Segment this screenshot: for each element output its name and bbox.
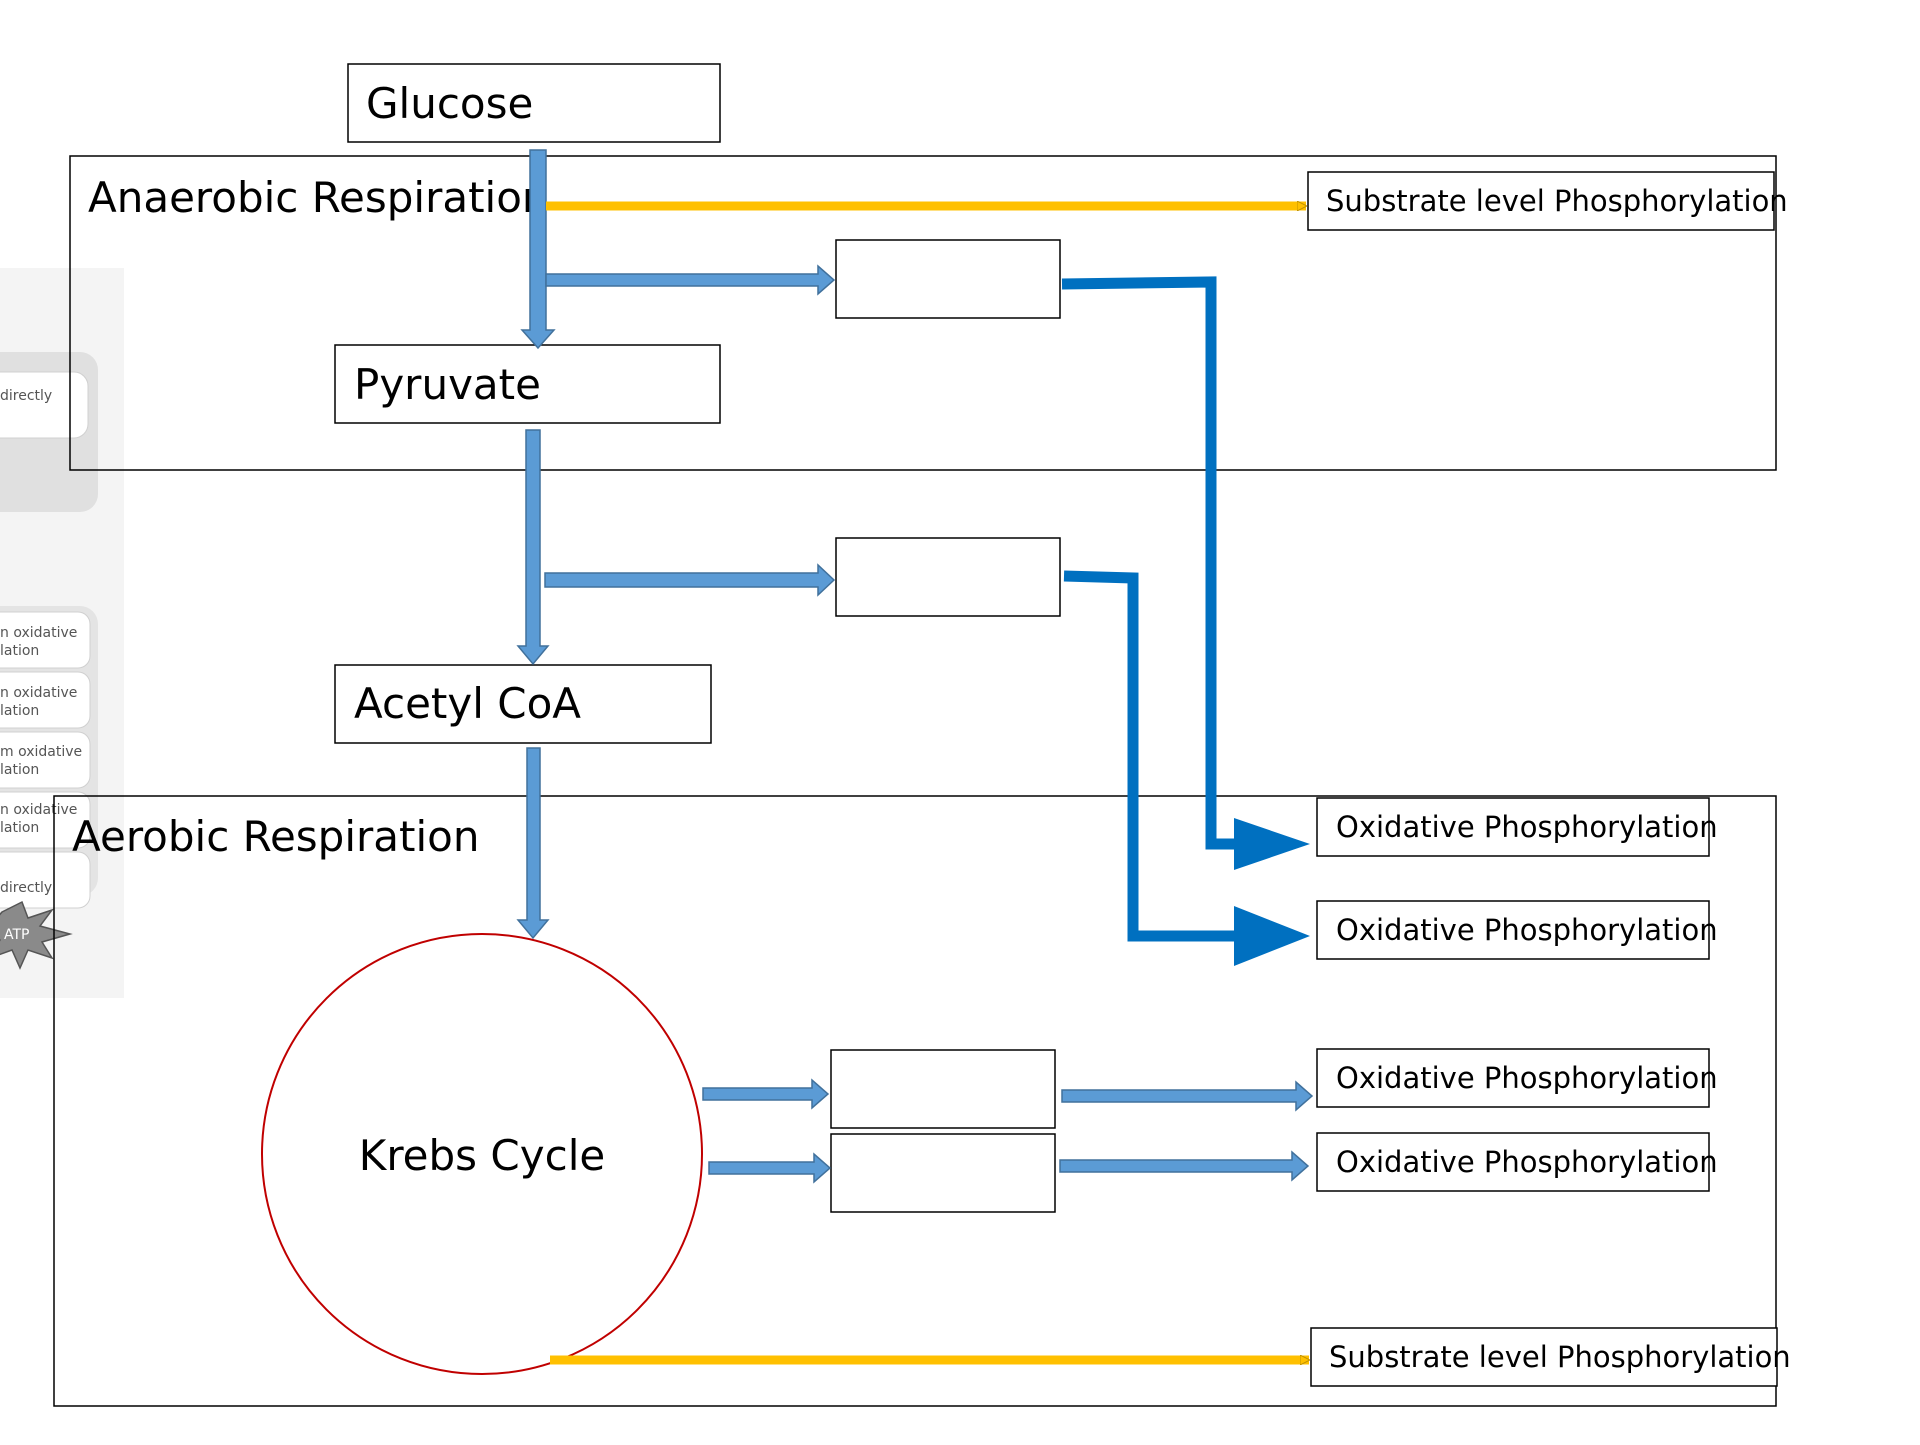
- fragment-oxidative-2a: n oxidative: [0, 685, 77, 701]
- fragment-oxidative-4a: n oxidative: [0, 802, 77, 818]
- arrow-blank-box-4-to-oxidative-4: [1059, 1150, 1310, 1182]
- aerobic-section-box: [53, 795, 1777, 1407]
- arrow-krebs-to-blank-box-4: [708, 1152, 832, 1184]
- krebs-cycle-circle: [261, 933, 703, 1375]
- oxidative-outcome-3-box: [1316, 1048, 1710, 1108]
- fragment-oxidative-1b: lation: [0, 643, 39, 659]
- connector-1-arrowhead: [1234, 818, 1310, 870]
- fragment-oxidative-3b: lation: [0, 762, 39, 778]
- atp-burst-icon: [0, 900, 73, 970]
- fragment-oxidative-3a: m oxidative: [0, 744, 82, 760]
- connector-2-arrowhead: [1234, 906, 1310, 966]
- connector-blank-box-2-to-oxidative-2: [1063, 570, 1240, 942]
- krebs-cycle-label: Krebs Cycle: [359, 1131, 605, 1180]
- arrow-to-blank-box-2: [544, 563, 836, 597]
- atp-label: ATP: [4, 927, 29, 943]
- oxidative-outcome-1-box: [1316, 797, 1710, 857]
- oxidative-outcome-3-label: Oxidative Phosphorylation: [1336, 1061, 1718, 1095]
- substrate-outcome-top-label: Substrate level Phosphorylation: [1326, 184, 1788, 218]
- oxidative-outcome-2-label: Oxidative Phosphorylation: [1336, 913, 1718, 947]
- arrow-acetyl-to-krebs: [516, 747, 550, 940]
- acetyl-coa-box: [334, 664, 712, 744]
- aerobic-section-title: Aerobic Respiration: [72, 812, 479, 861]
- fragment-directly-1: directly: [0, 388, 52, 404]
- blank-box-4: [830, 1133, 1056, 1213]
- anaerobic-section-box: [69, 155, 1777, 471]
- pyruvate-label: Pyruvate: [354, 360, 541, 409]
- background-fragment-panel: directly n oxidative lation n oxidative …: [0, 268, 124, 998]
- arrow-to-blank-box-1: [545, 264, 836, 296]
- acetyl-coa-label: Acetyl CoA: [354, 679, 581, 728]
- substrate-outcome-bottom-box: [1310, 1327, 1778, 1387]
- oxidative-outcome-1-label: Oxidative Phosphorylation: [1336, 810, 1718, 844]
- substrate-outcome-top-box: [1307, 171, 1775, 231]
- pyruvate-box: [334, 344, 721, 424]
- blank-box-1: [835, 239, 1061, 319]
- connector-blank-box-1-to-oxidative-1: [1061, 276, 1240, 850]
- oxidative-outcome-4-box: [1316, 1132, 1710, 1192]
- oxidative-outcome-2-box: [1316, 900, 1710, 960]
- blank-box-2: [835, 537, 1061, 617]
- arrow-glucose-to-pyruvate: [520, 149, 556, 350]
- arrow-pyruvate-to-acetyl: [516, 429, 550, 666]
- fragment-directly-2: directly: [0, 880, 52, 896]
- fragment-oxidative-1a: n oxidative: [0, 625, 77, 641]
- substrate-outcome-bottom-label: Substrate level Phosphorylation: [1329, 1340, 1791, 1374]
- blank-box-3: [830, 1049, 1056, 1129]
- oxidative-outcome-4-label: Oxidative Phosphorylation: [1336, 1145, 1718, 1179]
- glucose-box: [347, 63, 721, 143]
- fragment-oxidative-2b: lation: [0, 703, 39, 719]
- arrow-krebs-to-blank-box-3: [702, 1078, 830, 1110]
- glucose-label: Glucose: [366, 79, 533, 128]
- anaerobic-section-title: Anaerobic Respiration: [88, 173, 549, 222]
- arrow-blank-box-3-to-oxidative-3: [1061, 1080, 1314, 1112]
- fragment-oxidative-4b: lation: [0, 820, 39, 836]
